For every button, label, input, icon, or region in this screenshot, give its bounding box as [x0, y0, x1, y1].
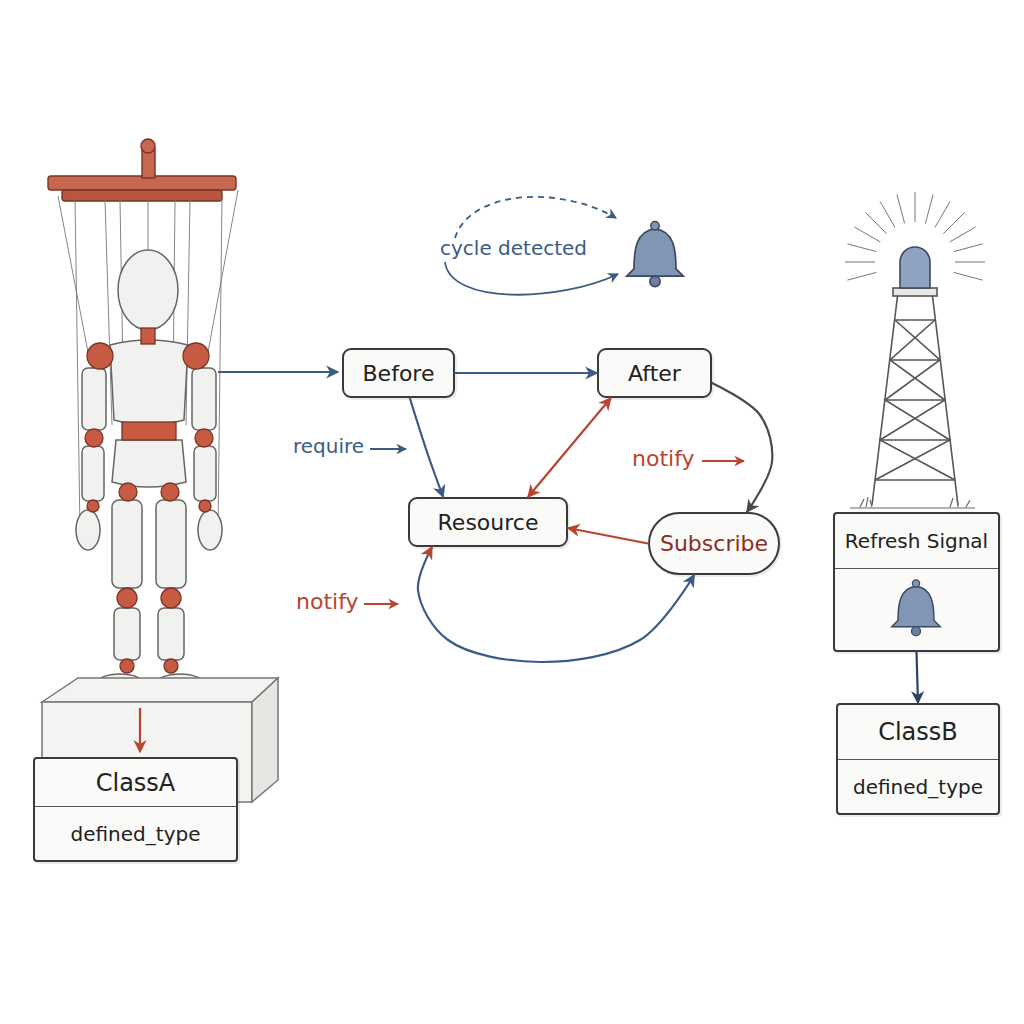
bell-knob [912, 580, 919, 587]
puppet-joint [183, 343, 209, 369]
bell-clapper [650, 276, 661, 287]
puppet-joint [161, 483, 179, 501]
control-plank [62, 190, 222, 201]
puppet-figure [76, 250, 222, 694]
sequence-arrow [455, 372, 597, 374]
node-title: ClassB [838, 705, 998, 760]
node-subtitle: defined_type [35, 807, 236, 860]
cycle-arrow [528, 398, 611, 497]
puppet-strings [58, 190, 238, 530]
puppet-waist [122, 422, 176, 440]
pedestal-arrow [139, 708, 141, 752]
puppet-joint [117, 588, 137, 608]
label-arrow [702, 460, 744, 462]
signal-box: Refresh Signal [833, 512, 1000, 652]
node-body [835, 569, 998, 650]
bell-icon [892, 580, 941, 636]
cycle-loop [455, 197, 616, 238]
notify-arrow [712, 383, 772, 512]
node-title: ClassA [35, 759, 236, 807]
tower-platform [893, 288, 937, 296]
node-title: Refresh Signal [835, 514, 998, 569]
puppet-arm [82, 368, 106, 430]
signal-tower [845, 192, 985, 508]
puppet-head [118, 250, 178, 330]
control-knob [141, 139, 155, 153]
edge-label: notify [296, 589, 359, 614]
puppet-joint [85, 429, 103, 447]
puppet-forearm [194, 446, 216, 501]
puppet-neck [141, 328, 155, 344]
node-title: Resource [410, 499, 566, 545]
puppet-hand [198, 510, 222, 550]
puppet-joint [195, 429, 213, 447]
subscribe-arrow [568, 528, 648, 544]
puppet-arm [192, 368, 216, 430]
puppet-joint [120, 659, 134, 673]
puppet-hand [76, 510, 100, 550]
puppet-thigh [156, 500, 186, 588]
label-arrow [370, 448, 406, 450]
puppet-joint [87, 343, 113, 369]
tower-beacon [900, 247, 930, 288]
class-box: ClassAdefined_type [33, 757, 238, 862]
bell-icon [627, 222, 684, 287]
puppet-hips [112, 440, 186, 487]
puppet-torso [110, 340, 188, 425]
ground-grass [850, 497, 975, 508]
class-box: ClassBdefined_type [836, 703, 1000, 815]
tower-legs [872, 292, 958, 505]
puppet-joint [164, 659, 178, 673]
puppet-thigh [112, 500, 142, 588]
tower-rungs [875, 320, 955, 480]
puppet-shin [114, 608, 140, 660]
tower-brace [880, 320, 955, 480]
puppet-joint [161, 588, 181, 608]
puppet-control [48, 139, 236, 201]
require-arrow [410, 398, 443, 497]
puppet-forearm [82, 446, 104, 501]
cycle-loop [445, 262, 618, 295]
tower-brace [875, 320, 950, 480]
puppet-link [218, 371, 338, 373]
bell-body [627, 229, 684, 276]
bell-clapper [912, 627, 921, 636]
process-box: Before [342, 348, 455, 398]
puppet-shin [158, 608, 184, 660]
cycle-note: cycle detected [440, 236, 587, 260]
puppet-joints [85, 328, 213, 673]
edge-label: require [293, 434, 364, 458]
beacon-rays [845, 192, 985, 280]
resource-box: Resource [408, 497, 568, 547]
pedestal-side [252, 678, 278, 802]
process-box: After [597, 348, 712, 398]
puppet-joint [199, 500, 211, 512]
pedestal-top [42, 678, 278, 702]
node-title: Before [344, 350, 453, 396]
bell-body [892, 586, 941, 627]
subscribe-pill: Subscribe [648, 512, 780, 575]
signal-arrow [917, 652, 919, 703]
bell-knob [651, 222, 659, 230]
node-title: After [599, 350, 710, 396]
puppet-joint [119, 483, 137, 501]
edge-label: notify [632, 446, 695, 471]
node-subtitle: defined_type [838, 760, 998, 813]
notify-loop [418, 547, 694, 662]
label-arrow [364, 603, 398, 605]
puppet-joint [87, 500, 99, 512]
node-title: Subscribe [650, 514, 778, 573]
